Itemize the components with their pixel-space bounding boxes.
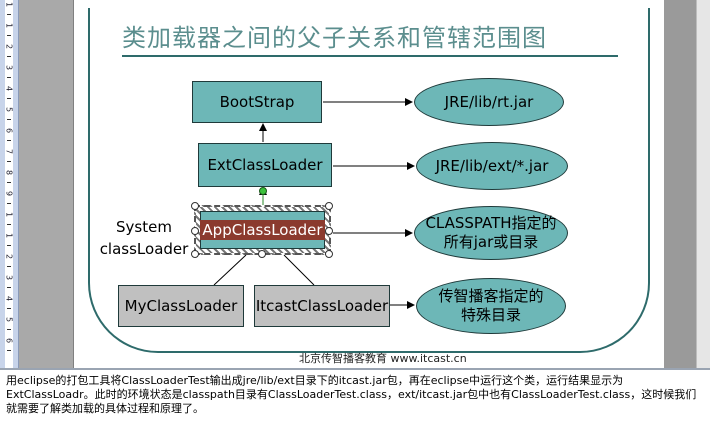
itcast-dir-oval[interactable]: 传智播客指定的 特殊目录	[416, 278, 566, 334]
ruler-number: 3	[4, 274, 14, 281]
ext-classloader-box[interactable]: ExtClassLoader	[198, 143, 332, 187]
ruler-tick	[7, 329, 11, 330]
itcast-dir-label-line1: 传智播客指定的	[438, 287, 544, 305]
system-label-line1: System	[116, 218, 172, 236]
line-itcast-app	[283, 254, 315, 286]
ruler-tick	[7, 350, 11, 351]
ruler-tick	[7, 35, 11, 36]
rotate-handle[interactable]	[259, 187, 267, 195]
vertical-ruler[interactable]: 1 1 2 3 4 5 6 7 8 9 1 1 2 3 4 5 6	[0, 0, 19, 368]
ruler-tick	[7, 224, 11, 225]
itcast-dir-label-line2: 特殊目录	[460, 306, 521, 324]
notes-pane[interactable]: 用eclipse的打包工具将ClassLoaderTest输出成jre/lib/…	[0, 368, 710, 430]
classpath-label-line2: 所有jar或目录	[443, 233, 539, 251]
ext-classloader-label: ExtClassLoader	[207, 156, 323, 174]
app-classloader-box[interactable]: AppClassLoader	[194, 205, 331, 255]
ruler-tick	[7, 77, 11, 78]
slide-frame	[88, 8, 650, 353]
notes-text[interactable]: 用eclipse的打包工具将ClassLoaderTest输出成jre/lib/…	[6, 374, 697, 415]
ruler-tick	[7, 98, 11, 99]
ruler-number: 4	[4, 85, 14, 92]
ruler-number: 1	[4, 232, 14, 239]
vertical-scrollbar[interactable]	[696, 0, 710, 368]
resize-handle-e[interactable]	[325, 227, 333, 235]
rt-jar-label: JRE/lib/rt.jar	[444, 92, 534, 111]
ruler-number: 6	[4, 127, 14, 134]
app-classloader-label[interactable]: AppClassLoader	[200, 220, 325, 240]
bootstrap-box[interactable]: BootStrap	[192, 81, 322, 123]
ruler-tick	[7, 56, 11, 57]
ext-jar-oval[interactable]: JRE/lib/ext/*.jar	[416, 142, 568, 190]
workspace-background	[19, 0, 73, 368]
itcast-classloader-label: ItcastClassLoader	[255, 297, 389, 315]
my-classloader-box[interactable]: MyClassLoader	[118, 285, 244, 327]
slide-canvas[interactable]: 类加载器之间的父子关系和管辖范围图 BootStrap ExtClassLoad…	[74, 0, 664, 368]
ruler-tick	[7, 161, 11, 162]
classpath-oval[interactable]: CLASSPATH指定的 所有jar或目录	[414, 206, 568, 260]
ruler-number: 9	[4, 190, 14, 197]
system-label-line2: classLoader	[99, 240, 189, 258]
app-classloader-fill: AppClassLoader	[200, 211, 325, 249]
ruler-number: 4	[4, 295, 14, 302]
ruler-tick	[7, 266, 11, 267]
slide-footer: 北京传智播客教育 www.itcast.cn	[299, 352, 467, 365]
bootstrap-label: BootStrap	[219, 93, 295, 111]
rt-jar-oval[interactable]: JRE/lib/rt.jar	[414, 78, 564, 126]
connector-lines	[213, 98, 415, 309]
ruler-number: 1	[4, 211, 14, 218]
resize-handle-w[interactable]	[191, 227, 199, 235]
title-underline	[122, 55, 618, 57]
ruler-number: 5	[4, 316, 14, 323]
my-classloader-label: MyClassLoader	[124, 297, 238, 315]
classpath-label-line1: CLASSPATH指定的	[425, 214, 557, 232]
resize-handle-ne[interactable]	[325, 202, 333, 210]
ruler-tick	[7, 119, 11, 120]
ruler-number: 2	[4, 253, 14, 260]
ruler-tick	[7, 245, 11, 246]
itcast-classloader-box[interactable]: ItcastClassLoader	[254, 285, 390, 327]
ruler-number: 5	[4, 106, 14, 113]
resize-handle-sw[interactable]	[191, 250, 199, 258]
ruler-tick	[7, 182, 11, 183]
ruler-number: 1	[4, 22, 14, 29]
ruler-tick	[7, 203, 11, 204]
ruler-tick	[7, 140, 11, 141]
resize-handle-se[interactable]	[325, 250, 333, 258]
ruler-number: 1	[4, 1, 14, 8]
ruler-number: 6	[4, 337, 14, 344]
resize-handle-s[interactable]	[258, 250, 266, 258]
resize-handle-nw[interactable]	[191, 202, 199, 210]
ruler-number: 3	[4, 64, 14, 71]
ext-jar-label: JRE/lib/ext/*.jar	[435, 156, 549, 175]
slide-title[interactable]: 类加载器之间的父子关系和管辖范围图	[122, 24, 547, 52]
line-my-app	[213, 254, 247, 286]
ruler-number: 8	[4, 169, 14, 176]
system-classloader-label[interactable]: System classLoader	[94, 216, 194, 260]
ruler-number: 7	[4, 148, 14, 155]
ruler-tick	[7, 308, 11, 309]
ruler-tick	[7, 14, 11, 15]
ruler-number: 2	[4, 43, 14, 50]
ruler-tick	[7, 287, 11, 288]
ruler-track	[5, 0, 13, 368]
